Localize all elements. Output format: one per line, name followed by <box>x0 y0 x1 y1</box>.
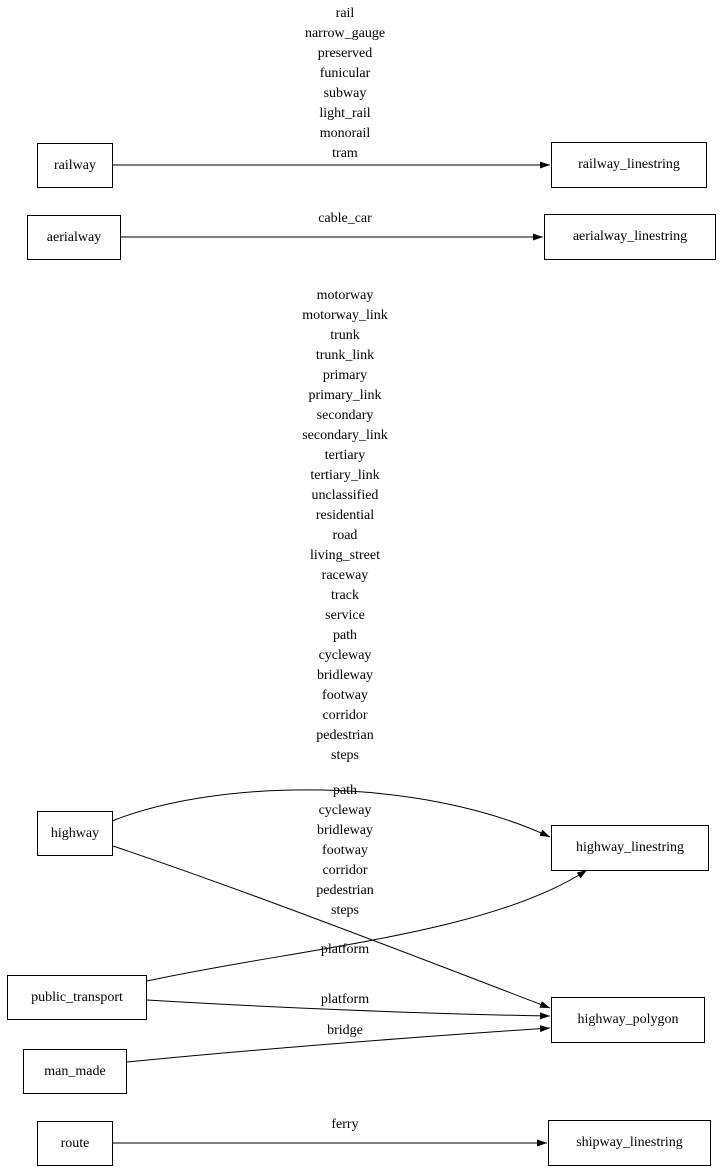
edge-label-highway-polygon-types: path cycleway bridleway footway corridor… <box>316 783 374 918</box>
edge-highway-to-highway-polygon <box>112 845 551 1009</box>
node-route: route <box>37 1121 113 1166</box>
edge-label-bridge: bridge <box>327 1023 363 1038</box>
edge-public-transport-to-highway-polygon <box>146 999 551 1020</box>
node-highway-polygon: highway_polygon <box>551 997 705 1043</box>
edge-label-cable-car: cable_car <box>318 211 372 226</box>
edge-label-platform-polygon: platform <box>320 992 370 1007</box>
edge-highway-to-highway-linestring <box>111 789 551 838</box>
node-aerialway: aerialway <box>27 215 121 260</box>
edge-man-made-to-highway-polygon <box>126 1025 551 1063</box>
edge-label-highway-linestring-types: motorway motorway_link trunk trunk_link … <box>302 288 388 763</box>
edge-label-platform-linestring: platform <box>320 942 370 957</box>
node-highway-linestring: highway_linestring <box>551 825 709 871</box>
node-railway-linestring: railway_linestring <box>551 142 707 188</box>
node-public-transport: public_transport <box>7 975 147 1020</box>
node-shipway-linestring: shipway_linestring <box>548 1120 711 1166</box>
node-man-made: man_made <box>23 1049 127 1094</box>
edge-label-ferry: ferry <box>331 1117 359 1132</box>
node-aerialway-linestring: aerialway_linestring <box>544 214 716 260</box>
edge-public-transport-to-highway-linestring <box>146 869 588 982</box>
node-railway: railway <box>37 143 113 188</box>
edge-label-railway-types: rail narrow_gauge preserved funicular su… <box>304 6 386 161</box>
node-highway: highway <box>37 811 113 856</box>
